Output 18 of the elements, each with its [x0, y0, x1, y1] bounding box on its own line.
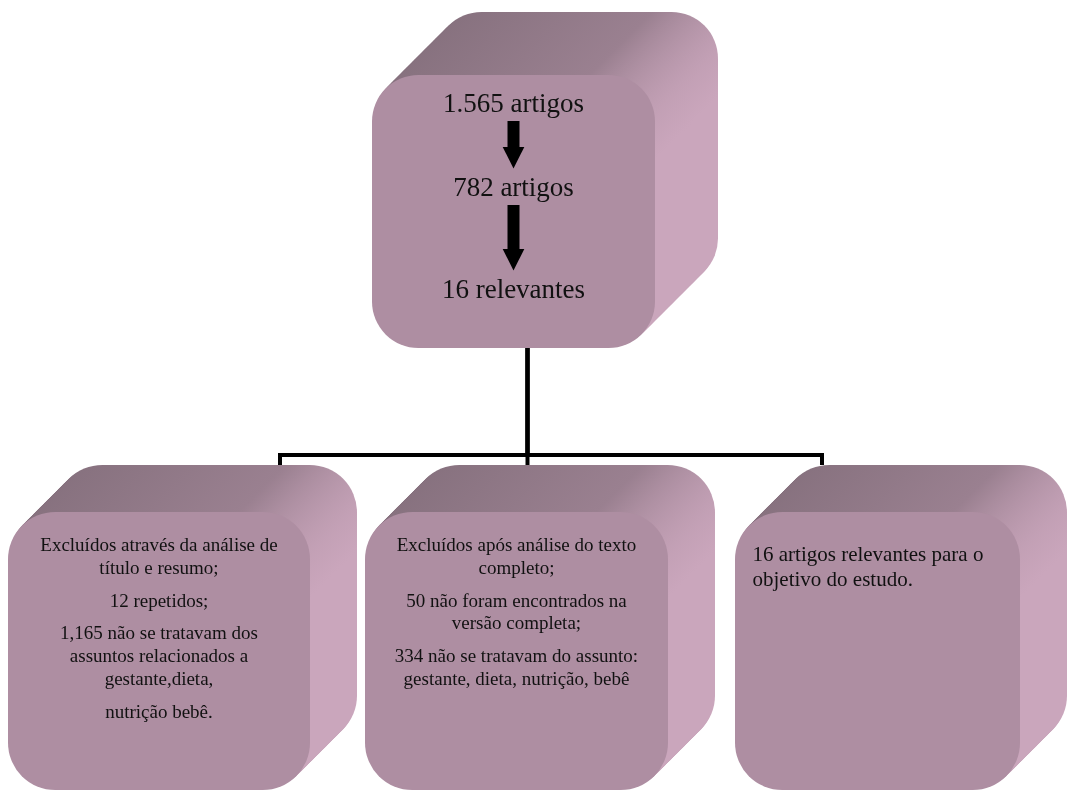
box-text: 50 não foram encontrados na versão completa;: [405, 589, 628, 636]
box-text: nutrição bebê.: [104, 700, 214, 724]
box-text: 1,165 não se tratavam dos assuntos relacionados a gestante,dieta,: [59, 622, 259, 691]
box-text: Excluídos após análise do texto completo;: [395, 534, 638, 580]
connector-line: [525, 348, 824, 465]
process-box: [8, 465, 357, 790]
arrow: [502, 205, 525, 271]
process-box: [735, 465, 1067, 790]
box-text: Excluídos através da análise de título e resumo;: [39, 534, 279, 580]
process-box: [365, 465, 715, 790]
arrow: [502, 121, 525, 169]
process-box: [372, 12, 718, 348]
count-text: 1.565 artigos: [372, 88, 655, 118]
box-text: 12 repetidos;: [108, 589, 210, 613]
count-text: 782 artigos: [372, 172, 655, 202]
box-text: 16 artigos relevantes para o objetivo do estudo.: [752, 542, 985, 593]
count-text: 16 relevantes: [372, 274, 655, 304]
box-text: 334 não se tratavam do assunto: gestante, dieta, nutrição, bebê: [393, 645, 640, 691]
